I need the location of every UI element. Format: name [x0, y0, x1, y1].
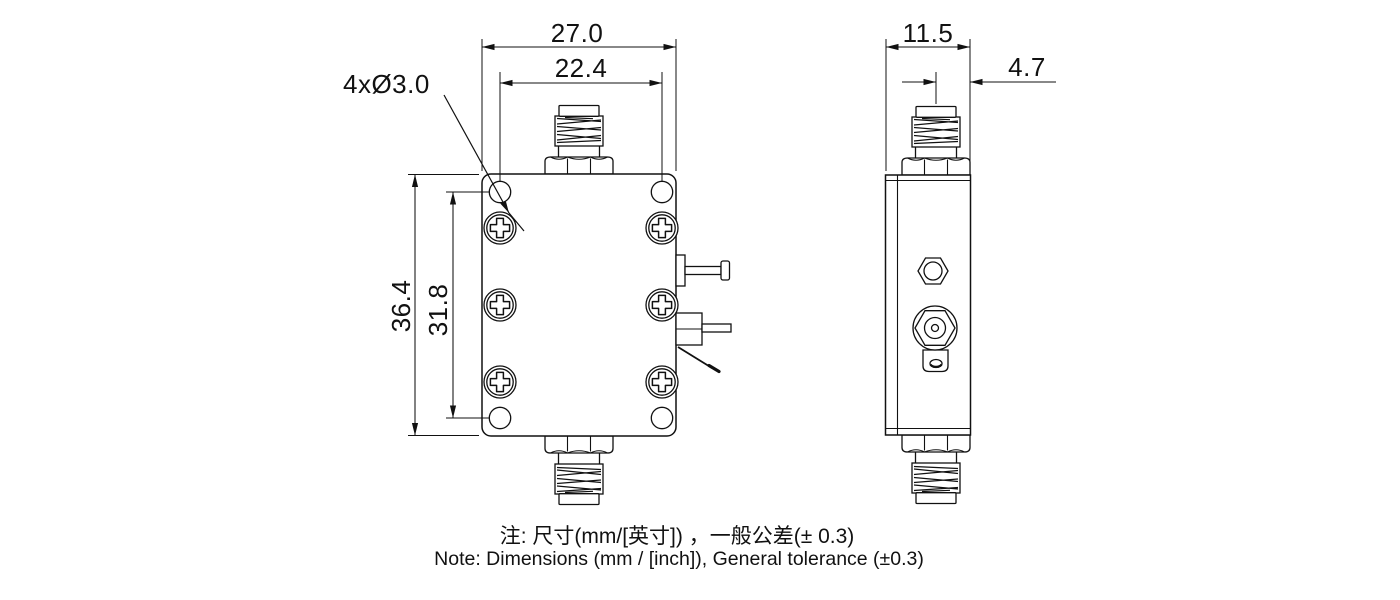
- dim-label-hole-span: 22.4: [555, 53, 608, 83]
- side-view: [884, 105, 972, 505]
- phillips-screw: [645, 288, 679, 322]
- hole-callout-leader-tail: [508, 212, 525, 232]
- phillips-screw: [645, 211, 679, 245]
- dim-label-height: 36.4: [386, 280, 416, 333]
- note-line-zh: 注: 尺寸(mm/[英寸]) ，一般公差(± 0.3): [500, 525, 855, 548]
- phillips-screw: [483, 211, 517, 245]
- sma-connector-top-side: [901, 105, 971, 176]
- mounting-hole-top-left: [488, 180, 512, 204]
- module-body-side: [884, 174, 972, 436]
- phillips-screw: [483, 365, 517, 399]
- dc-feedthrough-pin-lower: [675, 312, 732, 346]
- side-view-dimensions: 11.5 4.7: [885, 18, 1056, 171]
- hole-callout-label: 4xØ3.0: [343, 69, 430, 99]
- sma-connector-top: [544, 104, 614, 175]
- notes: 注: 尺寸(mm/[英寸]) ，一般公差(± 0.3) Note: Dimens…: [434, 525, 924, 570]
- ground-wire: [677, 346, 721, 374]
- dim-label-hole-span-vertical: 31.8: [423, 284, 453, 337]
- note-line-en: Note: Dimensions (mm / [inch]), General …: [434, 548, 924, 570]
- front-view-dimensions: 27.0 22.4 4xØ3.0 36.4 31.8: [343, 18, 677, 436]
- solder-tab: [922, 349, 949, 373]
- dim-label-width: 27.0: [551, 18, 604, 48]
- sma-connector-bottom-side: [901, 434, 971, 505]
- phillips-screw: [645, 365, 679, 399]
- front-view: [481, 104, 732, 506]
- dim-label-depth: 11.5: [903, 18, 954, 48]
- sma-connector-bottom: [544, 435, 614, 506]
- mounting-hole-bottom-left: [488, 406, 512, 430]
- phillips-screw: [483, 288, 517, 322]
- dc-feedthrough-pin-upper: [675, 254, 731, 287]
- mounting-hole-top-right: [650, 180, 674, 204]
- mounting-hole-bottom-right: [650, 406, 674, 430]
- hex-feedthrough-nut: [917, 257, 949, 285]
- hole-callout-leader: [443, 94, 510, 214]
- dim-label-offset: 4.7: [1008, 52, 1046, 82]
- coax-connector-side: [912, 305, 958, 373]
